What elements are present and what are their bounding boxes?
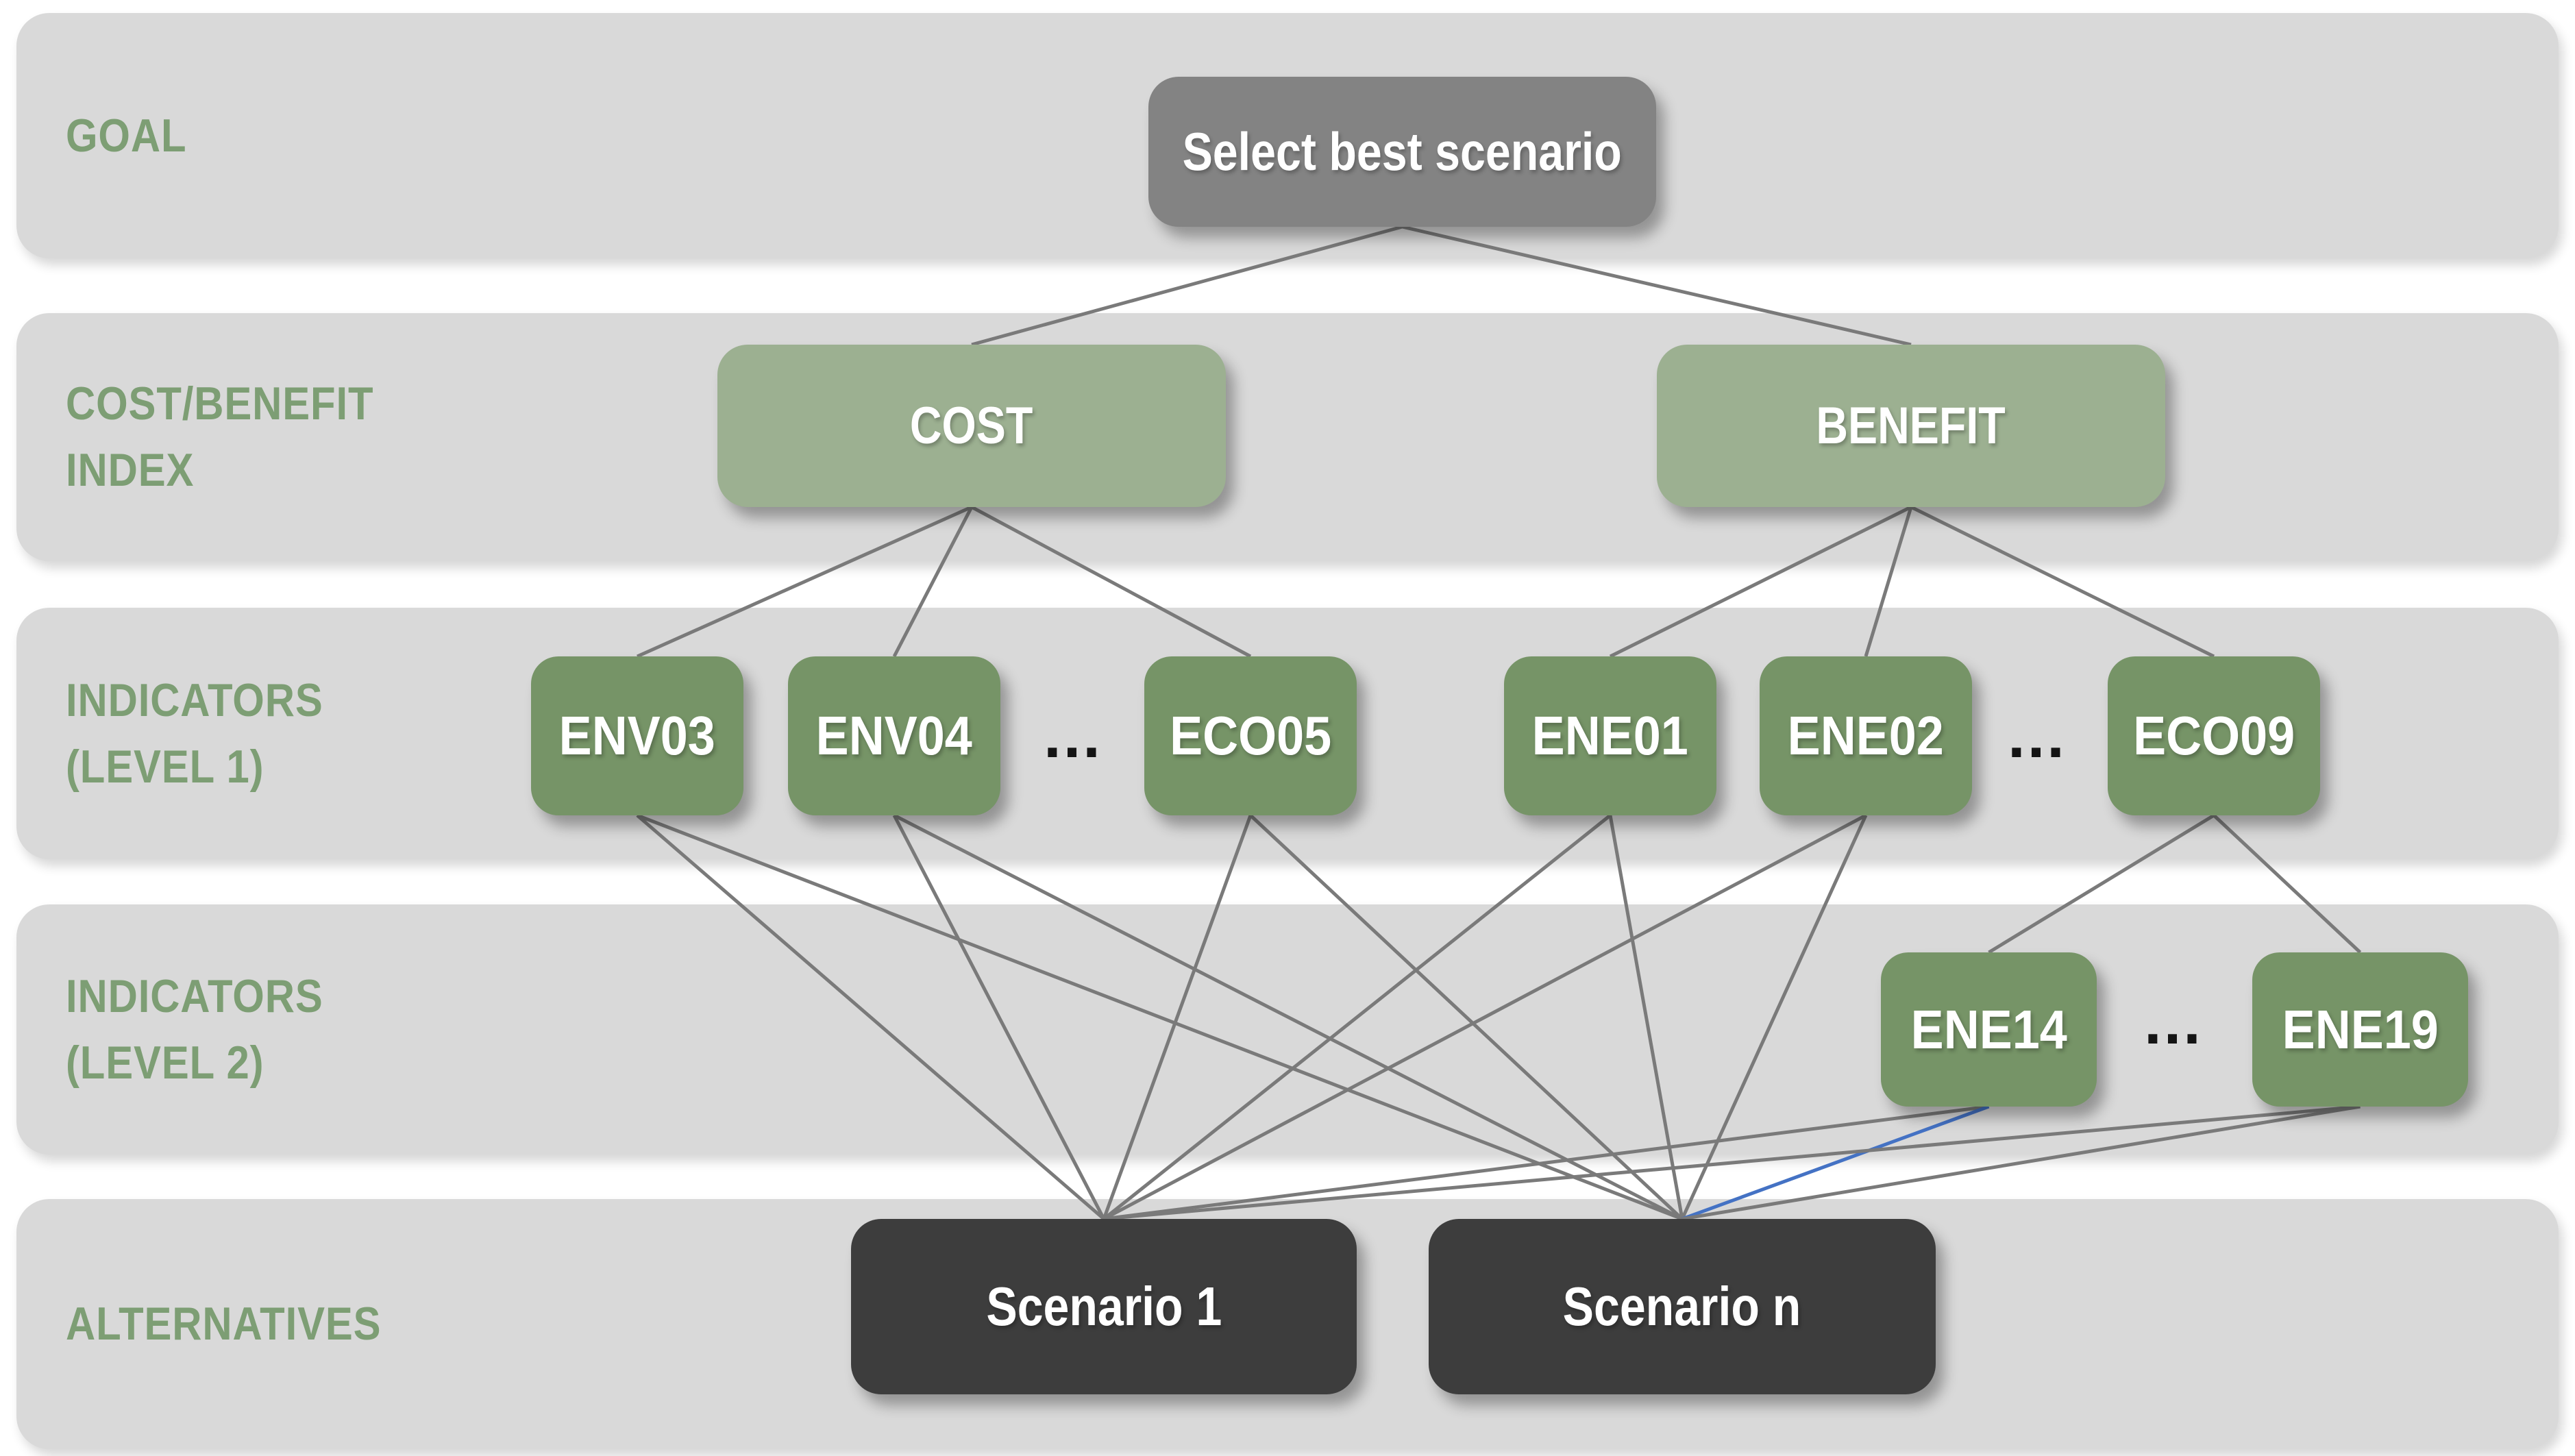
connector-eco05-scenario1 (1102, 815, 1253, 1220)
row-label-indicators-level-2: INDICATORS (LEVEL 2) (66, 904, 358, 1155)
connector-benefit-ene01 (1609, 505, 1912, 658)
node-benefit: BENEFIT (1657, 345, 2165, 507)
node-benefit-label: BENEFIT (1816, 397, 2006, 455)
connector-eco09-ene19 (2213, 814, 2362, 954)
connector-goal-cost (971, 225, 1403, 347)
node-scenario-n: Scenario n (1429, 1219, 1936, 1394)
node-ene02: ENE02 (1760, 656, 1972, 815)
node-eco09-label: ECO09 (2132, 705, 2295, 766)
connector-cost-eco05 (970, 505, 1252, 658)
connector-cost-env03 (636, 505, 973, 658)
row-label-cost-benefit-index-text: COST/BENEFIT INDEX (66, 378, 374, 496)
connector-ene01-scenario1 (1102, 814, 1612, 1220)
node-cost: COST (717, 345, 1226, 507)
connector-benefit-ene02 (1864, 506, 1913, 657)
node-eco05-label: ECO05 (1169, 705, 1332, 766)
node-cost-label: COST (910, 397, 1033, 455)
connector-env03-scenario1 (636, 814, 1105, 1220)
connector-eco09-ene14 (1988, 813, 2215, 954)
connector-env04-scenario1 (892, 814, 1106, 1220)
node-scenario-1-label: Scenario 1 (986, 1276, 1222, 1337)
connector-eco05-scenarioN (1249, 814, 1684, 1220)
connector-env04-scenarioN (893, 813, 1684, 1221)
node-scenario-1: Scenario 1 (851, 1219, 1357, 1394)
connector-ene14-scenario1 (1103, 1105, 1989, 1221)
connector-benefit-eco09 (1910, 505, 2215, 658)
connector-goal-benefit (1401, 225, 1912, 347)
connector-ene02-scenarioN (1680, 814, 1868, 1220)
node-ene19-label: ENE19 (2282, 998, 2439, 1060)
node-ene19: ENE19 (2252, 952, 2468, 1107)
row-label-indicators-level-1-text: INDICATORS (LEVEL 1) (66, 674, 323, 793)
node-eco05: ECO05 (1144, 656, 1357, 815)
node-env04: ENV04 (788, 656, 1000, 815)
node-goal: Select best scenario (1148, 77, 1656, 227)
connector-ene19-scenarioN (1681, 1105, 2361, 1221)
connector-ene01-scenarioN (1608, 815, 1684, 1220)
ellipsis-level1-left: ... (1044, 701, 1102, 771)
connector-ene14-scenarioN (1681, 1105, 1990, 1221)
row-label-alternatives-text: ALTERNATIVES (66, 1298, 382, 1350)
node-eco09: ECO09 (2108, 656, 2320, 815)
ellipsis-level2: ... (2144, 987, 2203, 1057)
connector-ene19-scenario1 (1103, 1105, 2361, 1221)
node-ene01: ENE01 (1504, 656, 1716, 815)
node-goal-label: Select best scenario (1182, 121, 1623, 182)
node-env03-label: ENV03 (558, 705, 716, 766)
node-ene14: ENE14 (1881, 952, 2097, 1107)
row-label-goal-text: GOAL (66, 109, 187, 162)
row-label-cost-benefit-index: COST/BENEFIT INDEX (66, 313, 416, 561)
row-label-indicators-level-2-text: INDICATORS (LEVEL 2) (66, 970, 323, 1089)
node-env04-label: ENV04 (815, 705, 973, 766)
node-scenario-n-label: Scenario n (1563, 1276, 1801, 1337)
row-label-alternatives: ALTERNATIVES (66, 1199, 424, 1449)
node-ene02-label: ENE02 (1787, 705, 1945, 766)
ellipsis-level1-right: ... (2008, 701, 2067, 771)
connector-ene02-scenario1 (1102, 813, 1867, 1221)
node-env03: ENV03 (531, 656, 743, 815)
row-label-indicators-level-1: INDICATORS (LEVEL 1) (66, 608, 358, 859)
connector-cost-env04 (892, 506, 974, 658)
node-ene14-label: ENE14 (1910, 998, 2067, 1060)
band-indicators-level-2 (16, 904, 2559, 1155)
node-ene01-label: ENE01 (1531, 705, 1689, 766)
row-label-goal: GOAL (66, 13, 203, 258)
connector-env03-scenarioN (637, 813, 1683, 1221)
